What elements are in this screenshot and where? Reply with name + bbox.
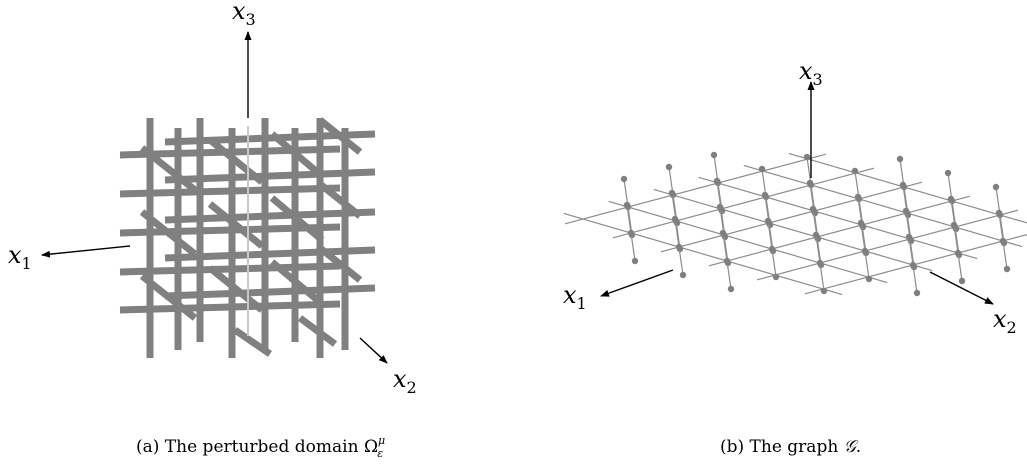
graph-node [631, 257, 639, 265]
lattice-rod-depth [317, 245, 363, 283]
axis-label-x1-b: x1 [563, 281, 587, 313]
graph-node [623, 201, 631, 209]
graph-node [627, 229, 635, 237]
axis-x2-b [929, 271, 994, 305]
periodic-graph [563, 151, 1027, 297]
graph-node [905, 233, 913, 241]
graph-edge [788, 152, 1027, 224]
lattice-rod-depth [269, 131, 325, 179]
graph-node [668, 189, 676, 197]
graph-node [710, 151, 718, 159]
graph-node [954, 249, 962, 257]
graph-node [727, 285, 735, 293]
lattice-rod-depth [269, 259, 325, 307]
graph-node [854, 193, 862, 201]
graph-node [999, 237, 1007, 245]
graph-edge [564, 153, 827, 225]
graph-node [992, 183, 1000, 191]
graph-node [803, 153, 811, 161]
graph-node [671, 215, 679, 223]
graph-node [1003, 265, 1011, 273]
graph-node [820, 287, 828, 295]
lattice-rod-depth [297, 315, 338, 347]
graph-node [944, 169, 952, 177]
graph-edge [756, 209, 1019, 281]
graph-edge [698, 176, 978, 260]
lattice-rod-horizontal [119, 300, 341, 314]
lattice-rod-depth [269, 195, 325, 243]
lattice-rod-depth [317, 181, 363, 219]
graph-node [857, 219, 865, 227]
graph-node [909, 261, 917, 269]
graph-node [865, 275, 873, 283]
graph-edge [608, 200, 888, 284]
axis-x1-a [41, 245, 131, 258]
graph-edge [660, 181, 923, 253]
graph-node [812, 231, 820, 239]
graph-node [675, 243, 683, 251]
graph-node [861, 247, 869, 255]
graph-node [679, 271, 687, 279]
axis-x2-a [359, 337, 388, 364]
lattice-rod-depth [207, 265, 265, 313]
axis-label-x3-b: x3 [799, 57, 823, 89]
graph-node [899, 181, 907, 189]
graph-node [947, 195, 955, 203]
graph-edge [804, 233, 1027, 295]
graph-edge [612, 167, 875, 239]
graph-node [772, 273, 780, 281]
lattice-rod-depth [207, 137, 265, 185]
graph-edge [563, 212, 843, 296]
graph-edge [653, 188, 933, 272]
graph-node [958, 277, 966, 285]
graph-node [806, 179, 814, 187]
graph-edge [708, 195, 971, 267]
lattice-rod-horizontal [119, 262, 341, 276]
graph-node [809, 205, 817, 213]
graph-node [716, 203, 724, 211]
lattice-rod-depth [207, 201, 265, 249]
axis-label-x1-a: x1 [8, 241, 32, 273]
axis-label-x2-a: x2 [393, 365, 417, 397]
axis-label-x3-a: x3 [232, 0, 256, 29]
axis-label-x2-b: x2 [993, 305, 1017, 337]
panel-b: x3 x1 x2 (b) The graph 𝒢. [563, 57, 1027, 457]
graph-node [764, 217, 772, 225]
lattice-rod-depth [317, 117, 363, 155]
axis-x1-b [600, 269, 674, 297]
rod-lattice [119, 117, 376, 358]
graph-node [719, 229, 727, 237]
lattice-rod-depth [139, 273, 198, 321]
graph-node [896, 155, 904, 163]
graph-node [665, 163, 673, 171]
lattice-rod-depth [233, 327, 272, 357]
graph-node [768, 245, 776, 253]
graph-node [913, 289, 921, 297]
graph-edge [743, 164, 1023, 248]
lattice-rod-depth [139, 209, 198, 257]
lattice-rod-depth [139, 145, 198, 193]
graph-node [723, 257, 731, 265]
graph-node [761, 191, 769, 199]
graph-node [758, 165, 766, 173]
lattice-rod-horizontal [119, 184, 341, 198]
graph-node [620, 175, 628, 183]
graph-node [950, 221, 958, 229]
graph-node [902, 207, 910, 215]
graph-node [713, 177, 721, 185]
caption-b: (b) The graph 𝒢. [720, 437, 861, 457]
graph-node [816, 259, 824, 267]
graph-node [851, 167, 859, 175]
graph-node [995, 209, 1003, 217]
